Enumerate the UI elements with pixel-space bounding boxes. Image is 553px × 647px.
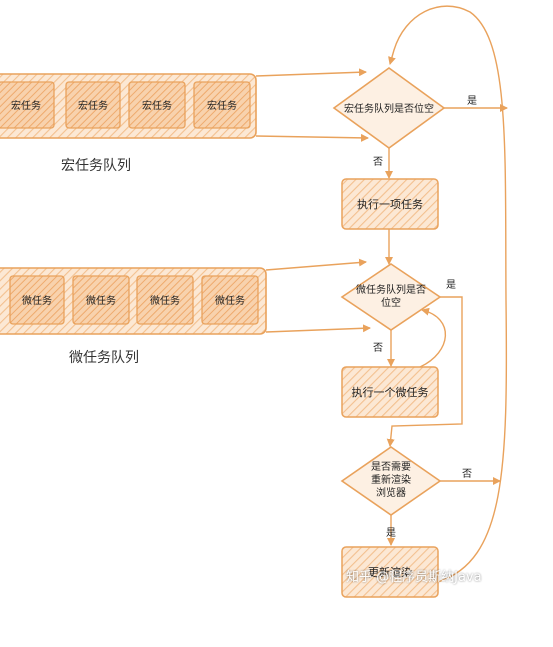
micro-item-4 [201,275,259,325]
rerender-label-line2: 重新渲染 [371,473,411,486]
micro-yes-label: 是 [446,279,456,291]
micro-queue-arrow-top [265,258,367,271]
watermark: 知乎 @程序员斯纳Java [346,570,482,585]
macro-queue-arrow-bottom [255,133,369,142]
macro-item-3-label: 宏任务 [142,99,172,112]
execute-microtask-box [341,366,439,418]
rerender-label-line1: 是否需要 [371,461,411,473]
microtask-loop-arrow [419,307,447,368]
execute-task-label: 执行一项任务 [357,197,423,211]
micro-no-label: 否 [373,342,383,354]
micro-queue-caption: 微任务队列 [69,350,139,366]
macro-item-2 [65,81,121,129]
macro-item-1-label: 宏任务 [11,99,41,112]
execute-task-box [341,178,439,230]
update-render-box [341,546,439,598]
execute-microtask-label: 执行一个微任务 [352,385,429,399]
rerender-label-line3: 浏览器 [376,486,406,499]
macro-yes-label: 是 [467,95,477,107]
macro-decision-label: 宏任务队列是否位空 [344,102,434,115]
update-render-label: 更新渲染 [368,565,412,579]
macro-queue-box [0,73,257,139]
micro-item-4-label: 微任务 [215,294,245,307]
macro-queue-arrow-top [255,68,367,77]
micro-item-3 [136,275,194,325]
micro-yes-arrow [386,296,463,447]
macro-item-2-label: 宏任务 [78,99,108,112]
micro-item-1 [9,275,65,325]
rerender-no-label: 否 [462,468,472,480]
micro-queue-empty-decision [340,263,442,331]
macro-item-4 [193,81,251,129]
micro-item-1-label: 微任务 [22,294,52,307]
micro-queue-box [0,267,267,335]
micro-decision-label-line2: 位空 [381,296,401,309]
event-loop-return-arrow [388,5,508,583]
rerender-yes-label: 是 [386,527,396,539]
macro-queue-caption: 宏任务队列 [61,158,131,174]
macro-no-label: 否 [373,156,383,168]
micro-item-3-label: 微任务 [150,294,180,307]
micro-item-2 [72,275,130,325]
micro-queue-arrow-bottom [265,324,371,333]
macro-item-3 [128,81,186,129]
micro-decision-label-line1: 微任务队列是否 [356,283,426,296]
macro-item-1 [0,81,55,129]
macro-item-4-label: 宏任务 [207,99,237,112]
micro-item-2-label: 微任务 [86,294,116,307]
